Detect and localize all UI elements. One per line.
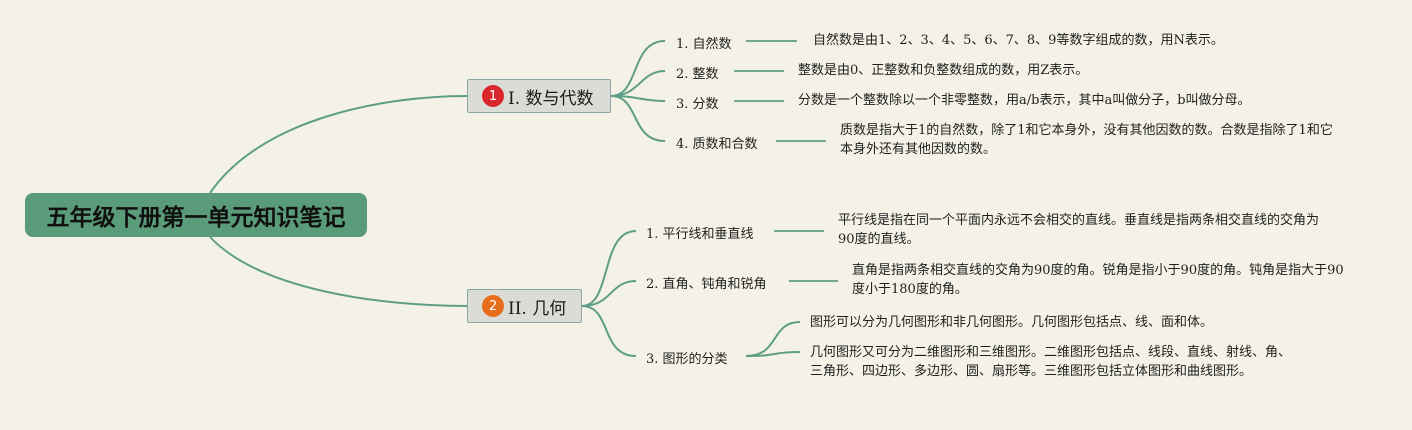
topic-node[interactable]: 4. 质数和合数 <box>676 137 758 152</box>
branch-node-2[interactable]: 2 II. 几何 <box>467 289 582 323</box>
leaf-description: 质数是指大于1的自然数，除了1和它本身外，没有其他因数的数。合数是指除了1和它本… <box>840 123 1333 157</box>
leaf-description: 几何图形又可分为二维图形和三维图形。二维图形包括点、线段、直线、射线、角、三角形… <box>810 345 1292 379</box>
link-b2-t3 <box>581 305 637 357</box>
leaf-description: 平行线是指在同一个平面内永远不会相交的直线。垂直线是指两条相交直线的交角为90度… <box>838 213 1320 247</box>
link-b1-t1 <box>610 40 666 97</box>
link-b2-t2 <box>581 280 637 307</box>
link-b2-t3-leaf-2 <box>745 351 801 357</box>
topic-node[interactable]: 3. 图形的分类 <box>646 352 728 367</box>
root-node[interactable]: 五年级下册第一单元知识笔记 <box>25 193 367 237</box>
branch-node-1[interactable]: 1 I. 数与代数 <box>467 79 611 113</box>
topic-node[interactable]: 2. 直角、钝角和锐角 <box>646 277 767 292</box>
link-b2-t3-leaf-1 <box>745 321 801 357</box>
leaf-description: 自然数是由1、2、3、4、5、6、7、8、9等数字组成的数，用N表示。 <box>813 33 1224 48</box>
leaf-description: 分数是一个整数除以一个非零整数，用a/b表示，其中a叫做分子，b叫做分母。 <box>798 93 1251 108</box>
leaf-description: 图形可以分为几何图形和非几何图形。几何图形包括点、线、面和体。 <box>810 315 1214 330</box>
priority-1-icon: 1 <box>482 85 504 107</box>
branch-title: I. 数与代数 <box>508 88 594 109</box>
link-b1-t2 <box>610 70 666 97</box>
link-root-branch-1 <box>209 95 468 194</box>
link-b2-t1 <box>581 230 637 307</box>
topic-node[interactable]: 3. 分数 <box>676 97 719 112</box>
topic-node[interactable]: 1. 自然数 <box>676 37 732 52</box>
priority-2-icon: 2 <box>482 295 504 317</box>
root-title: 五年级下册第一单元知识笔记 <box>46 205 346 231</box>
topic-node[interactable]: 2. 整数 <box>676 67 719 82</box>
link-b1-t4 <box>610 95 666 142</box>
link-root-branch-2 <box>209 236 468 307</box>
topic-node[interactable]: 1. 平行线和垂直线 <box>646 227 754 242</box>
leaf-description: 直角是指两条相交直线的交角为90度的角。锐角是指小于90度的角。钝角是指大于90… <box>852 263 1344 297</box>
leaf-description: 整数是由0、正整数和负整数组成的数，用Z表示。 <box>798 63 1089 78</box>
branch-title: II. 几何 <box>508 298 567 319</box>
